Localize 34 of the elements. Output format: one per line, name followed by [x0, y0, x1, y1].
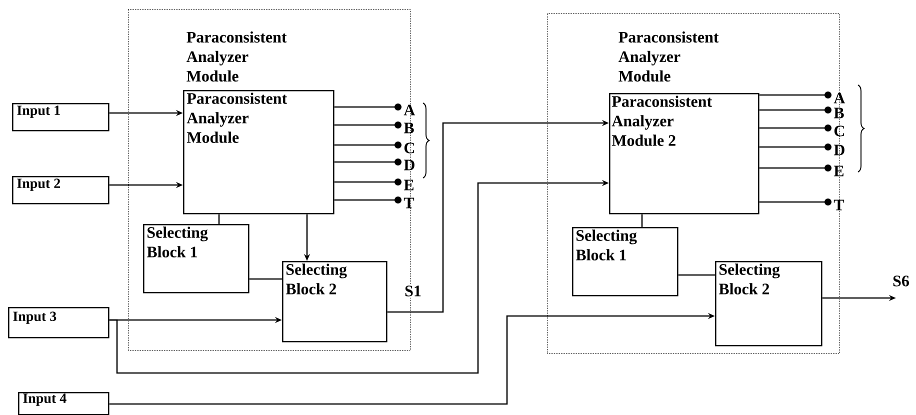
output-terminal: E: [394, 178, 414, 190]
connector-line: [759, 109, 828, 111]
edge-label: S1: [404, 284, 422, 298]
output-terminal: C: [394, 142, 414, 154]
connector-line: [334, 124, 398, 126]
connector-line: [678, 274, 715, 276]
input-box: Input 1: [12, 103, 110, 132]
connector-line: [334, 199, 398, 201]
module-box: Paraconsistent Analyzer Module: [183, 90, 334, 214]
connector-line: [759, 127, 828, 129]
input-box: Input 4: [18, 392, 110, 415]
selecting-block: Selecting Block 2: [282, 261, 388, 342]
connector-line: [759, 167, 828, 169]
module-box: Paraconsistent Analyzer Module 2: [609, 93, 760, 214]
selecting-block: Selecting Block 2: [715, 261, 822, 346]
connector-line: [334, 181, 398, 183]
connector-line: [759, 94, 828, 96]
connector-line: [249, 278, 282, 280]
edge-label: S6: [892, 274, 910, 288]
connector-line: [218, 214, 220, 224]
connector-line: [641, 214, 643, 227]
input-box: Input 3: [8, 307, 110, 338]
selecting-block: Selecting Block 1: [572, 226, 678, 296]
connector-line: [334, 161, 398, 163]
connector-line: [759, 146, 828, 148]
input-box: Input 2: [12, 176, 110, 204]
output-terminal: B: [394, 122, 414, 134]
connector-line: [334, 106, 398, 108]
connector-line: [759, 201, 828, 203]
node-label: B: [404, 122, 414, 134]
selecting-block: Selecting Block 1: [143, 224, 250, 294]
node-label: C: [404, 142, 414, 154]
node-label: E: [404, 180, 414, 190]
connector-line: [334, 144, 398, 146]
